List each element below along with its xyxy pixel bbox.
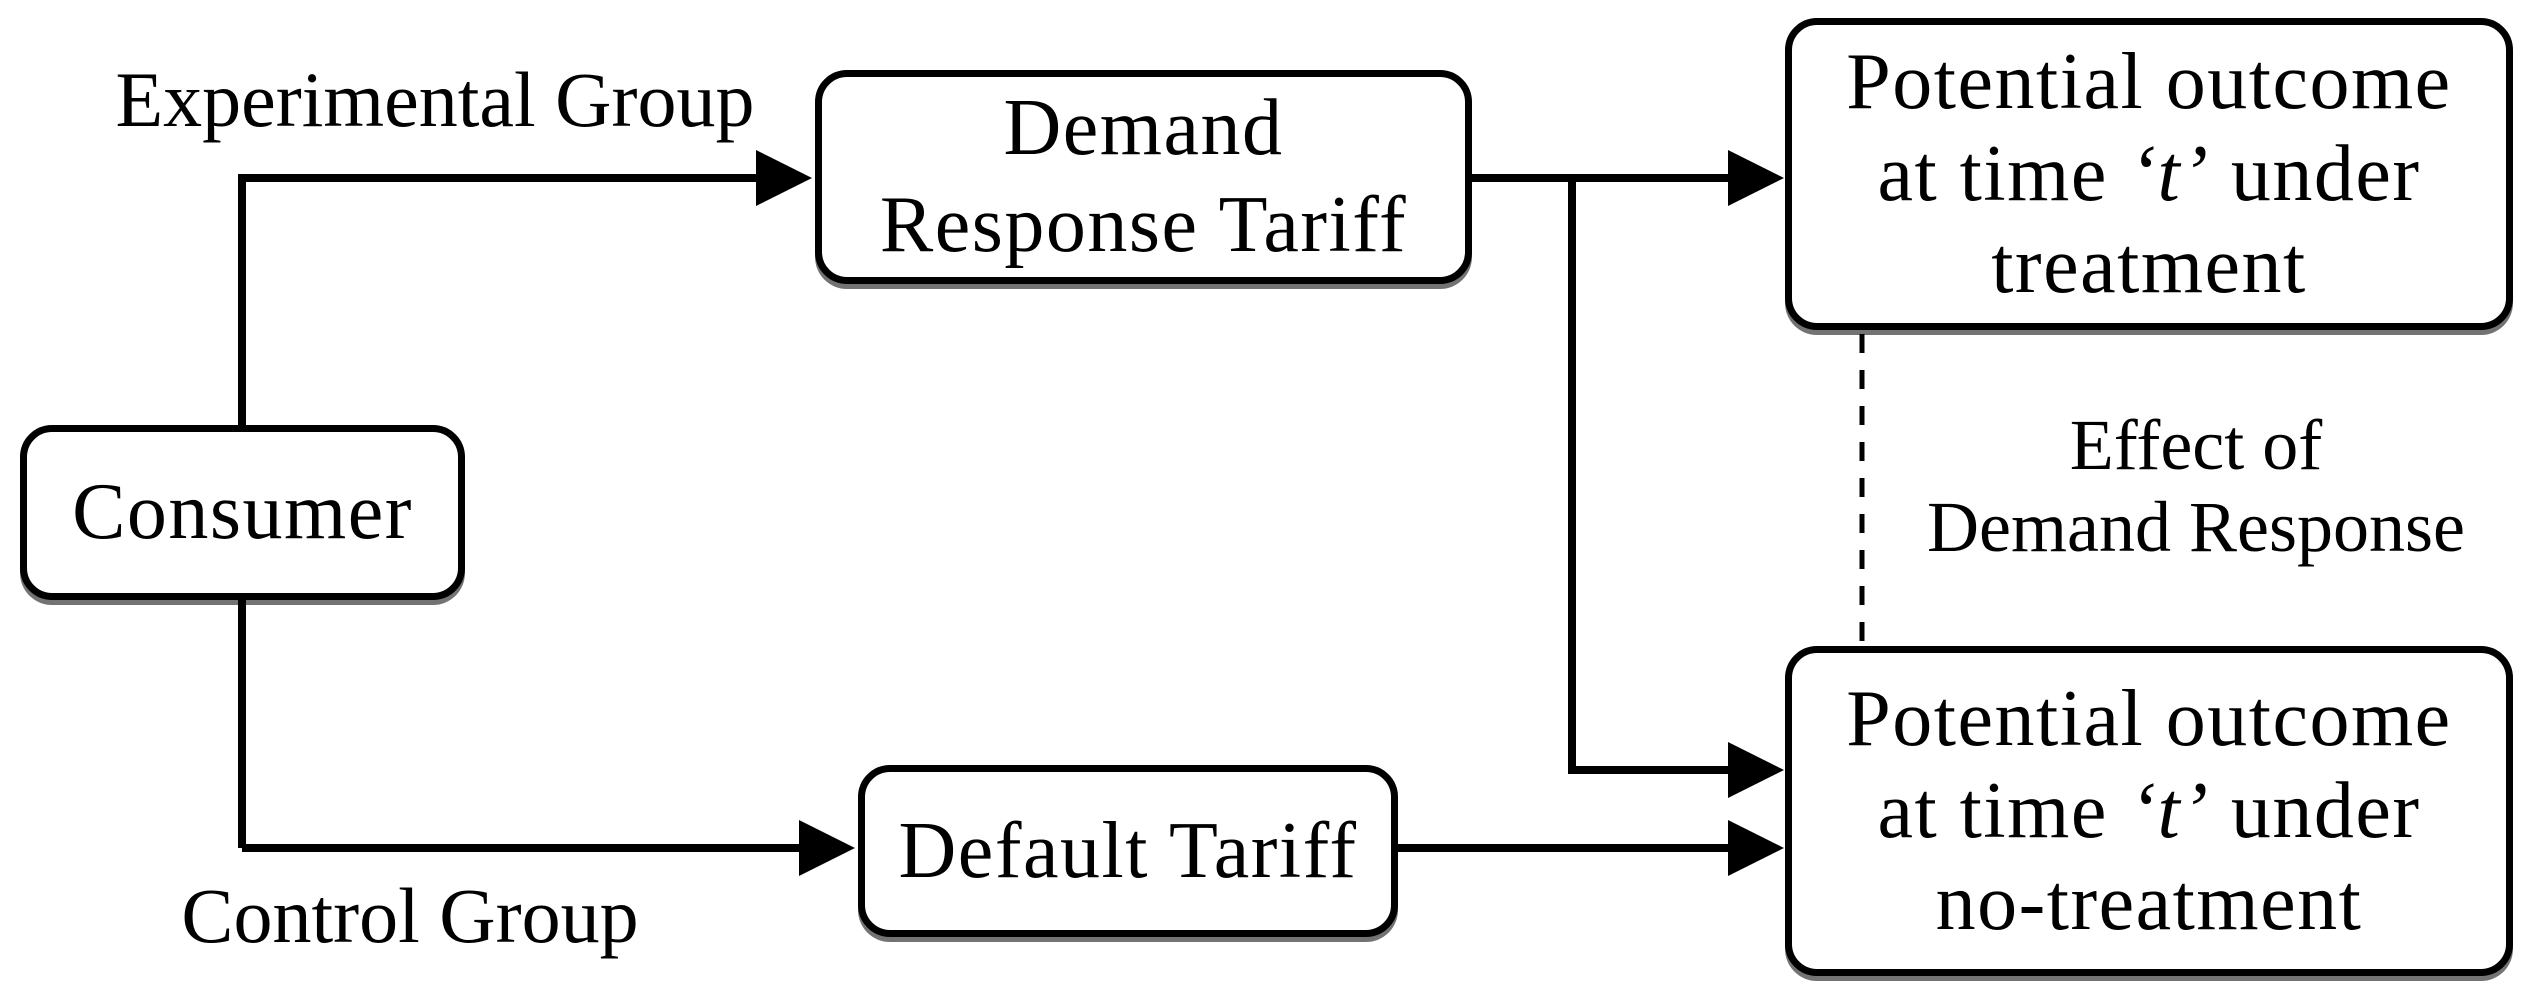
outcome-no-treatment-time-t: ‘t’ [2129,767,2210,855]
effect-line2: Demand Response [1927,487,2465,567]
node-outcome-no-treatment-label: Potential outcome at time ‘t’ under no-t… [1846,673,2451,949]
outcome-treatment-time-t: ‘t’ [2129,130,2210,218]
effect-of-demand-response-text: Effect of Demand Response [1927,404,2465,568]
drt-line1: Demand [1003,84,1284,172]
experimental-group-text: Experimental Group [115,56,755,143]
effect-line1: Effect of [2069,405,2323,485]
edge-label-experimental-group: Experimental Group [85,50,785,150]
node-consumer-label: Consumer [72,468,413,556]
arrowhead-into-treatment-outcome [1728,150,1784,206]
outcome-treatment-line1: Potential outcome [1846,38,2452,126]
drt-line2: Response Tariff [879,181,1408,269]
node-outcome-treatment-label: Potential outcome at time ‘t’ under trea… [1846,36,2451,312]
node-outcome-no-treatment: Potential outcome at time ‘t’ under no-t… [1785,646,2513,976]
node-outcome-treatment: Potential outcome at time ‘t’ under trea… [1785,18,2513,330]
outcome-treatment-line2-post: under [2209,130,2421,218]
node-consumer: Consumer [20,425,465,600]
outcome-no-treatment-line1: Potential outcome [1846,675,2452,763]
arrowhead-branch-into-no-treatment-outcome [1728,742,1784,798]
outcome-no-treatment-line2-post: under [2209,767,2421,855]
node-demand-response-tariff-label: Demand Response Tariff [880,80,1407,274]
arrowhead-into-default-tariff [799,820,855,876]
edge-label-control-group: Control Group [150,866,670,966]
outcome-no-treatment-line3: no-treatment [1935,859,2363,947]
control-group-text: Control Group [181,872,639,959]
outcome-treatment-line3: treatment [1991,222,2307,310]
outcome-treatment-line2-pre: at time [1877,130,2130,218]
experimental-branch-line [238,174,758,848]
edge-label-effect-of-demand-response: Effect of Demand Response [1872,402,2520,570]
arrowhead-into-demand-response-tariff [756,150,812,206]
drt-to-no-treatment-branch-line [1568,178,1730,774]
outcome-no-treatment-line2-pre: at time [1877,767,2130,855]
arrowhead-into-no-treatment-outcome [1728,820,1784,876]
node-default-tariff: Default Tariff [858,765,1398,937]
node-demand-response-tariff: Demand Response Tariff [815,70,1472,284]
node-default-tariff-label: Default Tariff [898,806,1358,895]
